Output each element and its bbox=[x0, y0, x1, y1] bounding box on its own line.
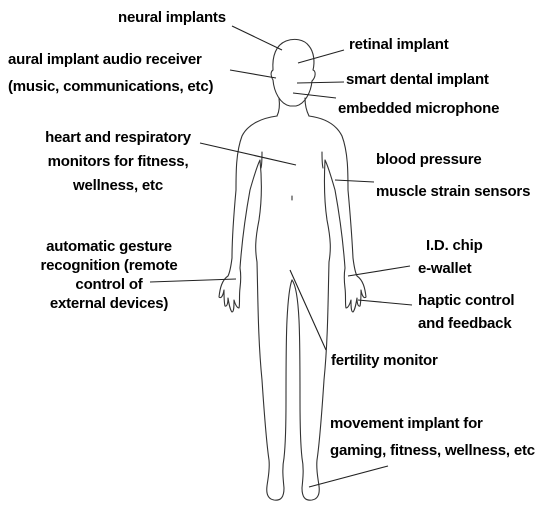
leader-haptic bbox=[357, 299, 413, 306]
neck-right bbox=[304, 97, 310, 117]
label-aural-implant-detail: (music, communications, etc) bbox=[8, 78, 214, 95]
label-movement-implant-1: movement implant for bbox=[330, 415, 483, 432]
human-outline bbox=[218, 38, 367, 501]
leader-neural bbox=[231, 25, 283, 51]
chest-detail-left bbox=[260, 151, 263, 169]
leader-gesture bbox=[149, 278, 237, 283]
leader-retinal bbox=[297, 49, 345, 64]
leader-heart bbox=[199, 142, 297, 166]
label-embedded-microphone: embedded microphone bbox=[338, 100, 500, 117]
leader-idchip bbox=[347, 265, 411, 277]
label-haptic-control: haptic control bbox=[418, 292, 515, 309]
label-movement-implant-2: gaming, fitness, wellness, etc bbox=[330, 442, 535, 459]
leader-fertility bbox=[289, 269, 327, 351]
label-blood-pressure: blood pressure bbox=[376, 151, 482, 168]
label-gesture-1: automatic gesture bbox=[46, 238, 172, 255]
left-body-outline bbox=[218, 115, 293, 501]
chest-detail-right bbox=[321, 151, 324, 169]
leader-lines bbox=[149, 25, 413, 488]
label-fertility-monitor: fertility monitor bbox=[331, 352, 438, 369]
label-heart-respiratory-1: heart and respiratory bbox=[45, 129, 191, 146]
leader-aural bbox=[229, 69, 277, 79]
label-gesture-2: recognition (remote bbox=[40, 257, 178, 274]
leader-microphone bbox=[292, 92, 337, 99]
label-smart-dental-implant: smart dental implant bbox=[346, 71, 489, 88]
leader-muscle bbox=[334, 179, 375, 183]
label-muscle-strain-sensors: muscle strain sensors bbox=[376, 183, 531, 200]
label-e-wallet: e-wallet bbox=[418, 260, 472, 277]
right-body-outline bbox=[291, 115, 367, 501]
label-gesture-4: external devices) bbox=[49, 295, 169, 312]
leader-dental bbox=[296, 81, 345, 84]
label-neural-implants: neural implants bbox=[118, 9, 226, 26]
label-id-chip: I.D. chip bbox=[426, 237, 483, 254]
head-outline bbox=[270, 38, 316, 107]
label-heart-respiratory-2: monitors for fitness, bbox=[47, 153, 189, 170]
leader-movement bbox=[308, 465, 389, 488]
label-aural-implant: aural implant audio receiver bbox=[8, 51, 202, 68]
label-heart-respiratory-3: wellness, etc bbox=[73, 177, 163, 194]
neck-left bbox=[276, 97, 280, 117]
label-haptic-feedback: and feedback bbox=[418, 315, 512, 332]
label-gesture-3: control of bbox=[75, 276, 143, 293]
label-retinal-implant: retinal implant bbox=[349, 36, 449, 53]
